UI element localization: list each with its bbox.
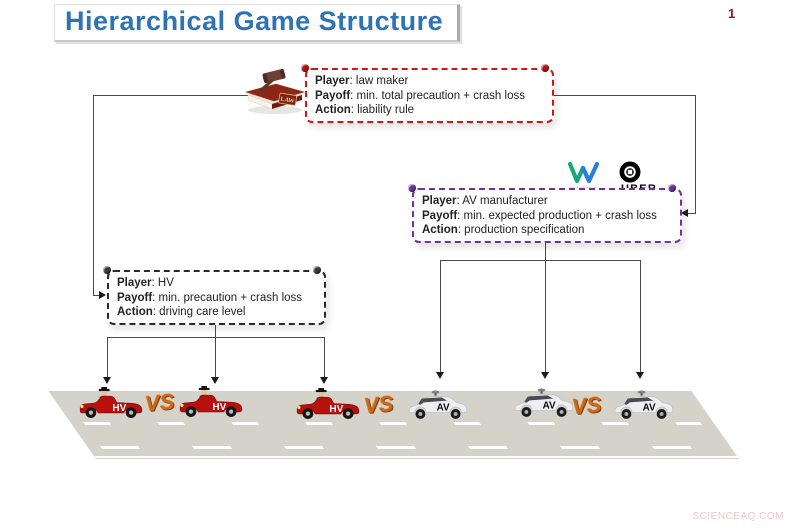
pushpin-icon [408, 184, 416, 192]
connector-lawmaker-to-av-vertical [695, 95, 696, 213]
hv-car-icon: HV [179, 386, 243, 417]
lane-marking [99, 446, 720, 449]
law-book-gavel-icon: LAW [244, 68, 306, 114]
hv-fan-stem-1 [107, 337, 108, 377]
av-car-icon: AV [408, 390, 468, 419]
pushpin-icon [541, 64, 549, 72]
arrowhead-hv-car-2-icon [211, 377, 219, 384]
page-title-text: Hierarchical Game Structure [65, 6, 444, 36]
arrowhead-av-car-1-icon [436, 372, 444, 379]
hv-box: Player: HV Payoff: min. precaution + cra… [107, 270, 326, 325]
law-maker-player-row: Player: law maker [315, 75, 409, 87]
av-fan-stem-2 [545, 260, 546, 372]
arrowhead-into-av-box-icon [681, 209, 688, 217]
hv-car-icon: HV [79, 387, 143, 418]
arrowhead-av-car-3-icon [636, 372, 644, 379]
av-fan-horizontal [440, 260, 640, 261]
av-fan-stem-1 [440, 260, 441, 372]
av-manufacturer-box: Player: AV manufacturer Payoff: min. exp… [412, 188, 682, 243]
law-maker-box: Player: law maker Payoff: min. total pre… [305, 68, 554, 123]
connector-lawmaker-to-hv-bottom [93, 295, 101, 296]
vs-label: VS [570, 391, 603, 420]
watermark: SCIENCEAQ.COM [692, 511, 784, 522]
hv-payoff-row: Payoff: min. precaution + crash loss [117, 291, 303, 304]
hv-box-stem [215, 322, 216, 337]
gavel-icon [256, 68, 286, 94]
connector-lawmaker-to-hv-vertical [93, 95, 94, 295]
law-maker-payoff-row: Payoff: min. total precaution + crash lo… [315, 89, 525, 102]
av-car-icon: AV [514, 388, 574, 417]
connector-lawmaker-to-hv-top [93, 95, 249, 96]
av-car-icon: AV [614, 390, 674, 419]
arrowhead-into-hv-box-icon [99, 291, 106, 299]
svg-text:AV: AV [643, 402, 656, 413]
arrowhead-av-car-2-icon [541, 372, 549, 379]
road-edge-line [93, 456, 739, 458]
svg-text:AV: AV [543, 400, 556, 411]
page-number: 1 [728, 6, 736, 21]
hv-car-icon: HV [296, 388, 360, 419]
hv-player-row: Player: HV [117, 277, 174, 289]
page-title: Hierarchical Game Structure [54, 4, 461, 42]
connector-lawmaker-to-av-top [550, 95, 695, 96]
pushpin-icon [103, 266, 111, 274]
pushpin-icon [301, 64, 309, 72]
connector-lawmaker-to-av-bottom [687, 213, 696, 214]
svg-text:HV: HV [212, 402, 226, 413]
law-maker-action-row: Action: liability rule [315, 104, 415, 117]
av-action-row: Action: production specification [422, 224, 585, 237]
lane-marking [82, 422, 703, 425]
av-payoff-row: Payoff: min. expected production + crash… [422, 209, 657, 222]
av-fan-stem-3 [640, 260, 641, 372]
pushpin-icon [668, 184, 676, 192]
pushpin-icon [313, 266, 321, 274]
arrowhead-hv-car-1-icon [103, 377, 111, 384]
hv-fan-stem-2 [215, 337, 216, 377]
arrowhead-hv-car-3-icon [320, 377, 328, 384]
vs-label: VS [362, 390, 395, 419]
svg-text:AV: AV [437, 402, 450, 413]
svg-text:HV: HV [112, 403, 126, 414]
av-player-row: Player: AV manufacturer [422, 195, 548, 207]
svg-text:LAW: LAW [280, 96, 296, 105]
hv-action-row: Action: driving care level [117, 306, 246, 319]
av-box-stem [545, 238, 546, 260]
vs-label: VS [143, 388, 176, 417]
hv-fan-stem-3 [324, 337, 325, 377]
svg-text:HV: HV [329, 404, 343, 415]
